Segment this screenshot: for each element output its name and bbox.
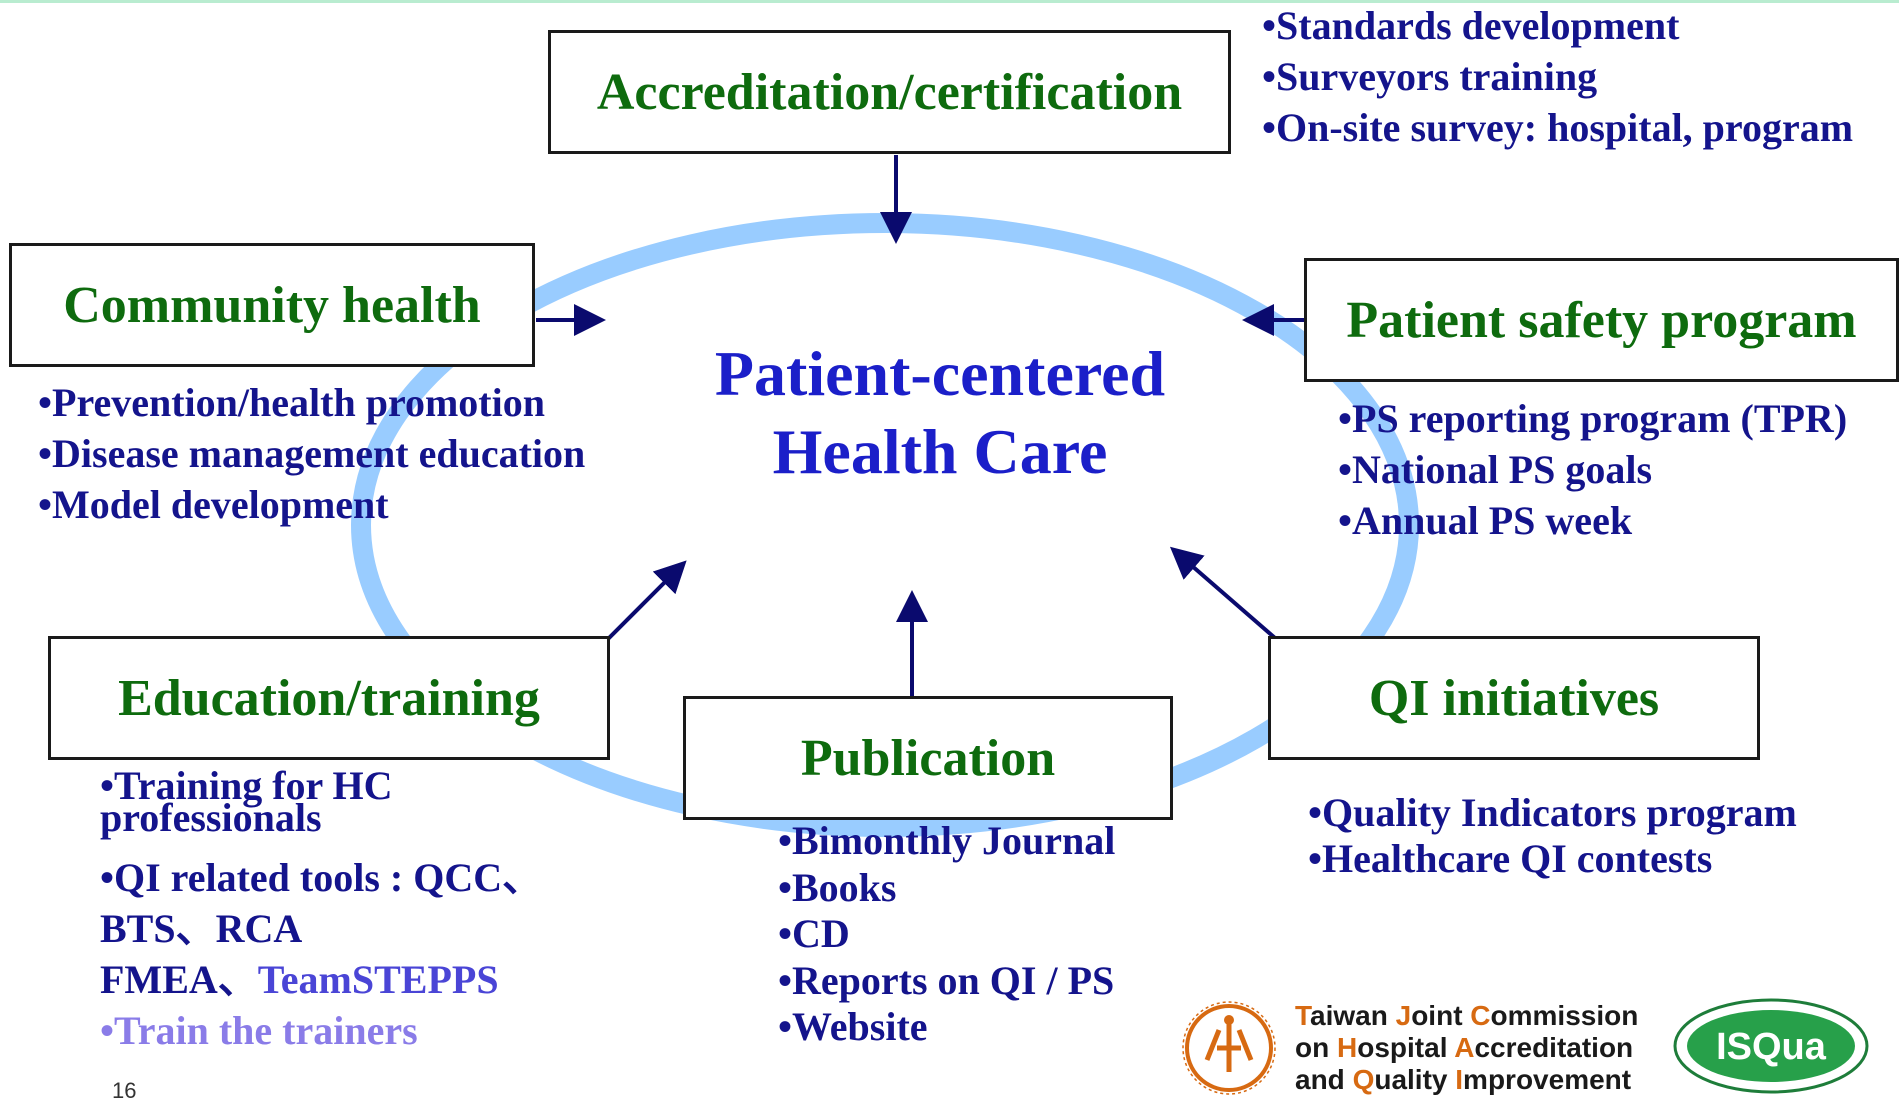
publication-title: Publication xyxy=(800,729,1056,787)
education-box: Education/training xyxy=(48,636,610,760)
list-item: •Standards development xyxy=(1262,3,1680,48)
fmea-text: FMEA、 xyxy=(100,957,258,1002)
publication-box: Publication xyxy=(683,696,1173,820)
org-line-2: on Hospital Accreditation xyxy=(1295,1032,1634,1063)
list-item: •Quality Indicators program xyxy=(1308,790,1797,835)
education-title: Education/training xyxy=(118,669,540,727)
org-line-1: Taiwan Joint Commission xyxy=(1295,1000,1639,1031)
community-list: •Prevention/health promotion •Disease ma… xyxy=(38,377,585,530)
accreditation-title: Accreditation/certification xyxy=(596,63,1183,121)
list-item: •Annual PS week xyxy=(1338,498,1633,543)
qi-box: QI initiatives xyxy=(1268,636,1760,760)
page-number: 16 xyxy=(112,1078,137,1103)
top-accent-line xyxy=(0,0,1899,3)
list-item: •Disease management education xyxy=(38,431,586,476)
accreditation-box: Accreditation/certification xyxy=(548,30,1231,154)
list-item-fmea: FMEA、TeamSTEPPS xyxy=(100,954,542,1005)
tjc-logo-icon xyxy=(1182,1001,1276,1095)
list-item: •Books xyxy=(778,864,897,910)
list-item: •PS reporting program (TPR) xyxy=(1338,396,1848,441)
list-item: •Website xyxy=(778,1004,928,1049)
community-title: Community health xyxy=(63,276,481,334)
accreditation-list: •Standards development •Surveyors traini… xyxy=(1262,0,1853,153)
list-item: •Healthcare QI contests xyxy=(1308,836,1713,881)
isqua-logo-icon: ISQua xyxy=(1673,998,1869,1094)
qi-title: QI initiatives xyxy=(1368,669,1660,727)
org-line-3: and Quality Improvement xyxy=(1295,1064,1632,1095)
list-item: •Reports on QI / PS xyxy=(778,957,1115,1003)
list-item: •Surveyors training xyxy=(1262,54,1598,99)
education-list: •Training for HC professionals •QI relat… xyxy=(100,763,543,1056)
isqua-logo-text: ISQua xyxy=(1716,1026,1827,1068)
teamstepps-text: TeamSTEPPS xyxy=(257,957,499,1002)
list-item: •On-site survey: hospital, program xyxy=(1262,105,1854,150)
center-line-2: Health Care xyxy=(772,416,1108,487)
community-box: Community health xyxy=(9,243,535,367)
list-item: •Train the trainers xyxy=(100,1008,418,1053)
arrow-education xyxy=(605,560,687,642)
patient-safety-box: Patient safety program xyxy=(1304,258,1899,382)
center-line-1: Patient-centered xyxy=(714,338,1166,409)
list-item: •CD xyxy=(778,911,850,956)
list-item: •Model development xyxy=(38,482,389,527)
list-item: BTS、RCA xyxy=(100,906,303,951)
list-item: •Training for HC xyxy=(100,763,393,808)
arrow-qi xyxy=(1169,546,1277,640)
center-title: Patient-centered Health Care xyxy=(660,335,1220,491)
patient-safety-list: •PS reporting program (TPR) •National PS… xyxy=(1338,393,1847,546)
list-item: •Prevention/health promotion xyxy=(38,380,545,425)
list-item: •QI related tools : QCC、 xyxy=(100,855,543,900)
list-item: •Bimonthly Journal xyxy=(778,818,1116,863)
publication-list: •Bimonthly Journal •Books •CD •Reports o… xyxy=(778,818,1115,1051)
patient-safety-title: Patient safety program xyxy=(1346,291,1857,349)
org-name: Taiwan Joint Commission on Hospital Accr… xyxy=(1295,1000,1638,1096)
list-item: professionals xyxy=(100,795,322,840)
list-item: •National PS goals xyxy=(1338,447,1653,492)
qi-list: •Quality Indicators program •Healthcare … xyxy=(1308,790,1797,882)
